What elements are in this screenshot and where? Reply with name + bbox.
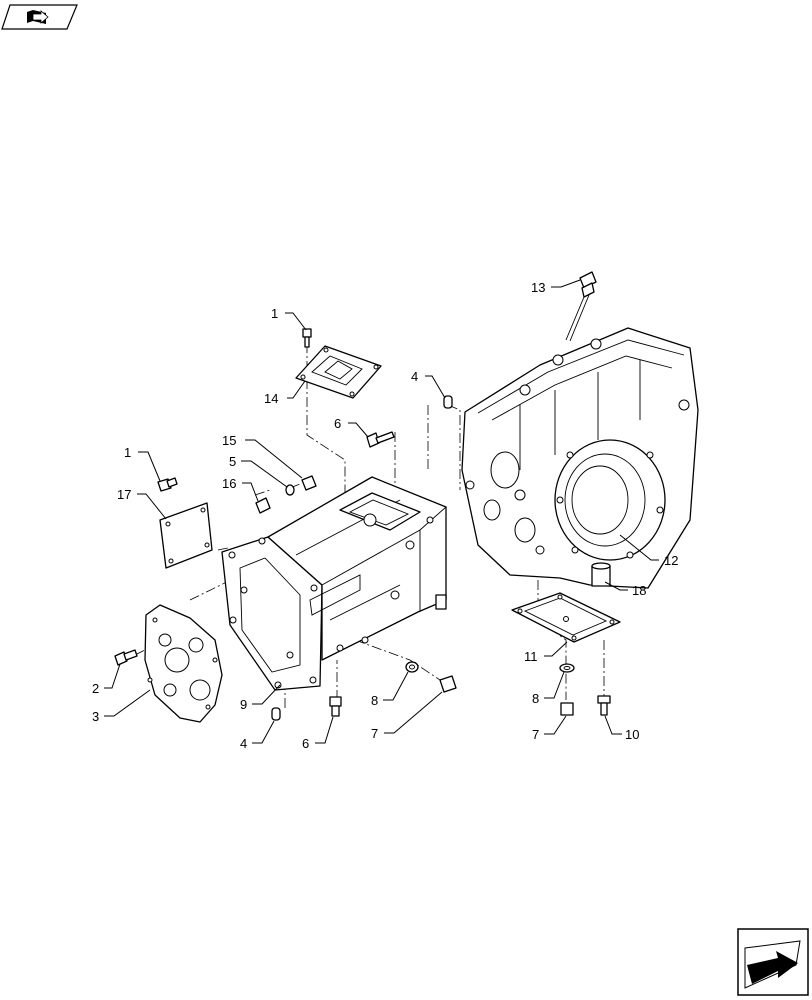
callout-1-top: 1 [271, 306, 278, 321]
callout-4-top: 4 [411, 369, 418, 384]
callout-17: 17 [117, 487, 131, 502]
callout-7-right: 7 [532, 727, 539, 742]
washer-8-left [405, 661, 419, 673]
bolt-1-top [302, 328, 312, 348]
callout-1-left: 1 [124, 445, 131, 460]
callout-8-left: 8 [371, 693, 378, 708]
callout-18: 18 [632, 583, 646, 598]
dowel-pin-4-bottom [271, 707, 281, 721]
callout-6-top: 6 [334, 416, 341, 431]
callout-8-right: 8 [532, 691, 539, 706]
bolt-6-top [366, 431, 395, 448]
bolt-10 [597, 695, 611, 716]
plug-18 [591, 562, 611, 587]
bolt-1-left [157, 477, 178, 492]
washer-5 [285, 484, 295, 496]
callout-5: 5 [229, 454, 236, 469]
callout-15: 15 [222, 433, 236, 448]
front-housing-9 [221, 476, 447, 691]
callout-leaders [104, 279, 659, 744]
callout-16: 16 [222, 476, 236, 491]
plug-7-right [560, 702, 574, 716]
stud-16 [255, 497, 271, 514]
book-arrow-icon[interactable] [1, 4, 78, 30]
next-page-arrow-icon[interactable] [737, 928, 809, 996]
dowel-pin-4-top [443, 395, 453, 409]
callout-13: 13 [531, 280, 545, 295]
callout-11: 11 [524, 649, 538, 664]
callout-14: 14 [264, 391, 278, 406]
cover-plate-17 [159, 502, 213, 569]
cover-plate-14 [295, 345, 382, 399]
bolt-2 [114, 649, 138, 666]
bolt-6-bottom [329, 696, 342, 717]
callout-3: 3 [92, 709, 99, 724]
callout-4-bottom: 4 [240, 736, 247, 751]
callout-labels: 1 14 4 6 13 15 5 16 1 17 2 3 9 4 6 8 7 1… [92, 280, 678, 751]
callout-2: 2 [92, 681, 99, 696]
plug-15 [301, 475, 317, 491]
callout-6-bottom: 6 [302, 736, 309, 751]
cover-plate-11 [511, 592, 621, 643]
callout-10: 10 [625, 727, 639, 742]
callout-9: 9 [240, 697, 247, 712]
rear-housing-12 [461, 327, 699, 589]
plug-7-left [439, 675, 457, 693]
callout-12: 12 [664, 553, 678, 568]
dipstick-13 [565, 271, 597, 342]
callout-7-left: 7 [371, 726, 378, 741]
washer-8-right [559, 663, 575, 673]
front-plate-3 [144, 604, 223, 723]
